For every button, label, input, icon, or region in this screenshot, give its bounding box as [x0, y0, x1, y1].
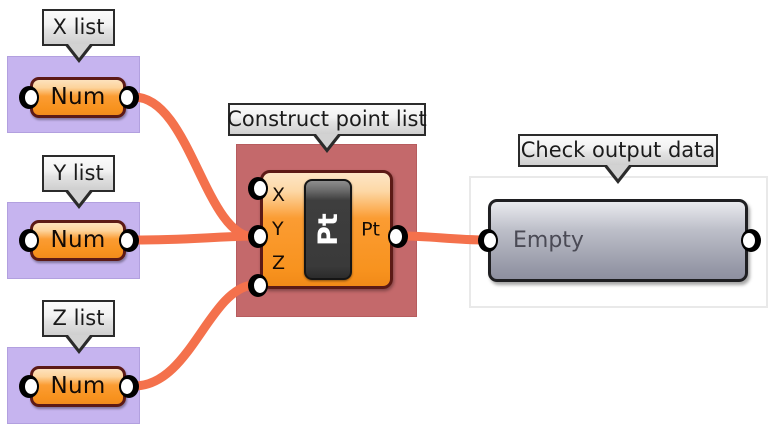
callout-construct-point-list-tail-inner	[316, 134, 338, 148]
callout-y-list-label: Y list	[53, 161, 104, 185]
node-point-input-labels: X Y Z	[272, 173, 298, 286]
node-num-z-label: Num	[50, 373, 106, 399]
node-num-z-input-grip[interactable]	[19, 375, 39, 398]
node-point-input-x-grip[interactable]	[248, 177, 268, 200]
node-panel-label: Empty	[513, 227, 584, 253]
callout-y-list[interactable]: Y list	[42, 155, 115, 209]
node-point-output-grip[interactable]	[388, 225, 408, 248]
node-point-input-z-label: Z	[272, 251, 286, 274]
callout-z-list-tail-inner	[67, 335, 90, 349]
callout-construct-point-list-label: Construct point list	[227, 107, 427, 131]
wire-z-to-point	[129, 280, 257, 391]
node-num-y-label: Num	[50, 227, 106, 253]
node-panel-input-grip[interactable]	[478, 229, 498, 252]
node-num-x-output-grip[interactable]	[119, 86, 139, 109]
callout-z-list[interactable]: Z list	[42, 300, 115, 354]
node-point-input-y-label: Y	[272, 217, 284, 240]
callout-construct-point-list[interactable]: Construct point list	[227, 103, 427, 153]
point-icon-label: Pt	[312, 213, 344, 246]
node-point-input-y-grip[interactable]	[248, 225, 268, 248]
callout-y-list-tail-inner	[67, 190, 90, 204]
node-num-y[interactable]: Num	[30, 220, 126, 261]
callout-x-list-label: X list	[52, 15, 105, 39]
callout-x-list[interactable]: X list	[42, 9, 115, 63]
node-panel-output-grip[interactable]	[741, 229, 761, 252]
node-panel-empty[interactable]: Empty	[488, 199, 748, 282]
point-icon: Pt	[304, 179, 352, 280]
node-point[interactable]: X Y Z Pt Pt	[260, 170, 393, 289]
node-num-z-output-grip[interactable]	[119, 375, 139, 398]
node-point-input-x-label: X	[272, 184, 286, 207]
node-num-y-output-grip[interactable]	[119, 229, 139, 252]
node-num-x-input-grip[interactable]	[19, 86, 39, 109]
node-point-output-label: Pt	[361, 218, 380, 240]
callout-check-output-data-label: Check output data	[520, 138, 716, 162]
node-point-input-z-grip[interactable]	[248, 274, 268, 297]
wire-y-to-point	[129, 231, 257, 245]
node-num-x-label: Num	[50, 84, 106, 110]
node-num-y-input-grip[interactable]	[19, 229, 39, 252]
callout-x-list-tail-inner	[67, 44, 90, 58]
callout-z-list-label: Z list	[52, 306, 105, 330]
callout-check-output-data[interactable]: Check output data	[518, 134, 718, 184]
callout-check-output-data-tail-inner	[607, 165, 629, 179]
node-num-z[interactable]: Num	[30, 366, 126, 407]
node-num-x[interactable]: Num	[30, 77, 126, 118]
